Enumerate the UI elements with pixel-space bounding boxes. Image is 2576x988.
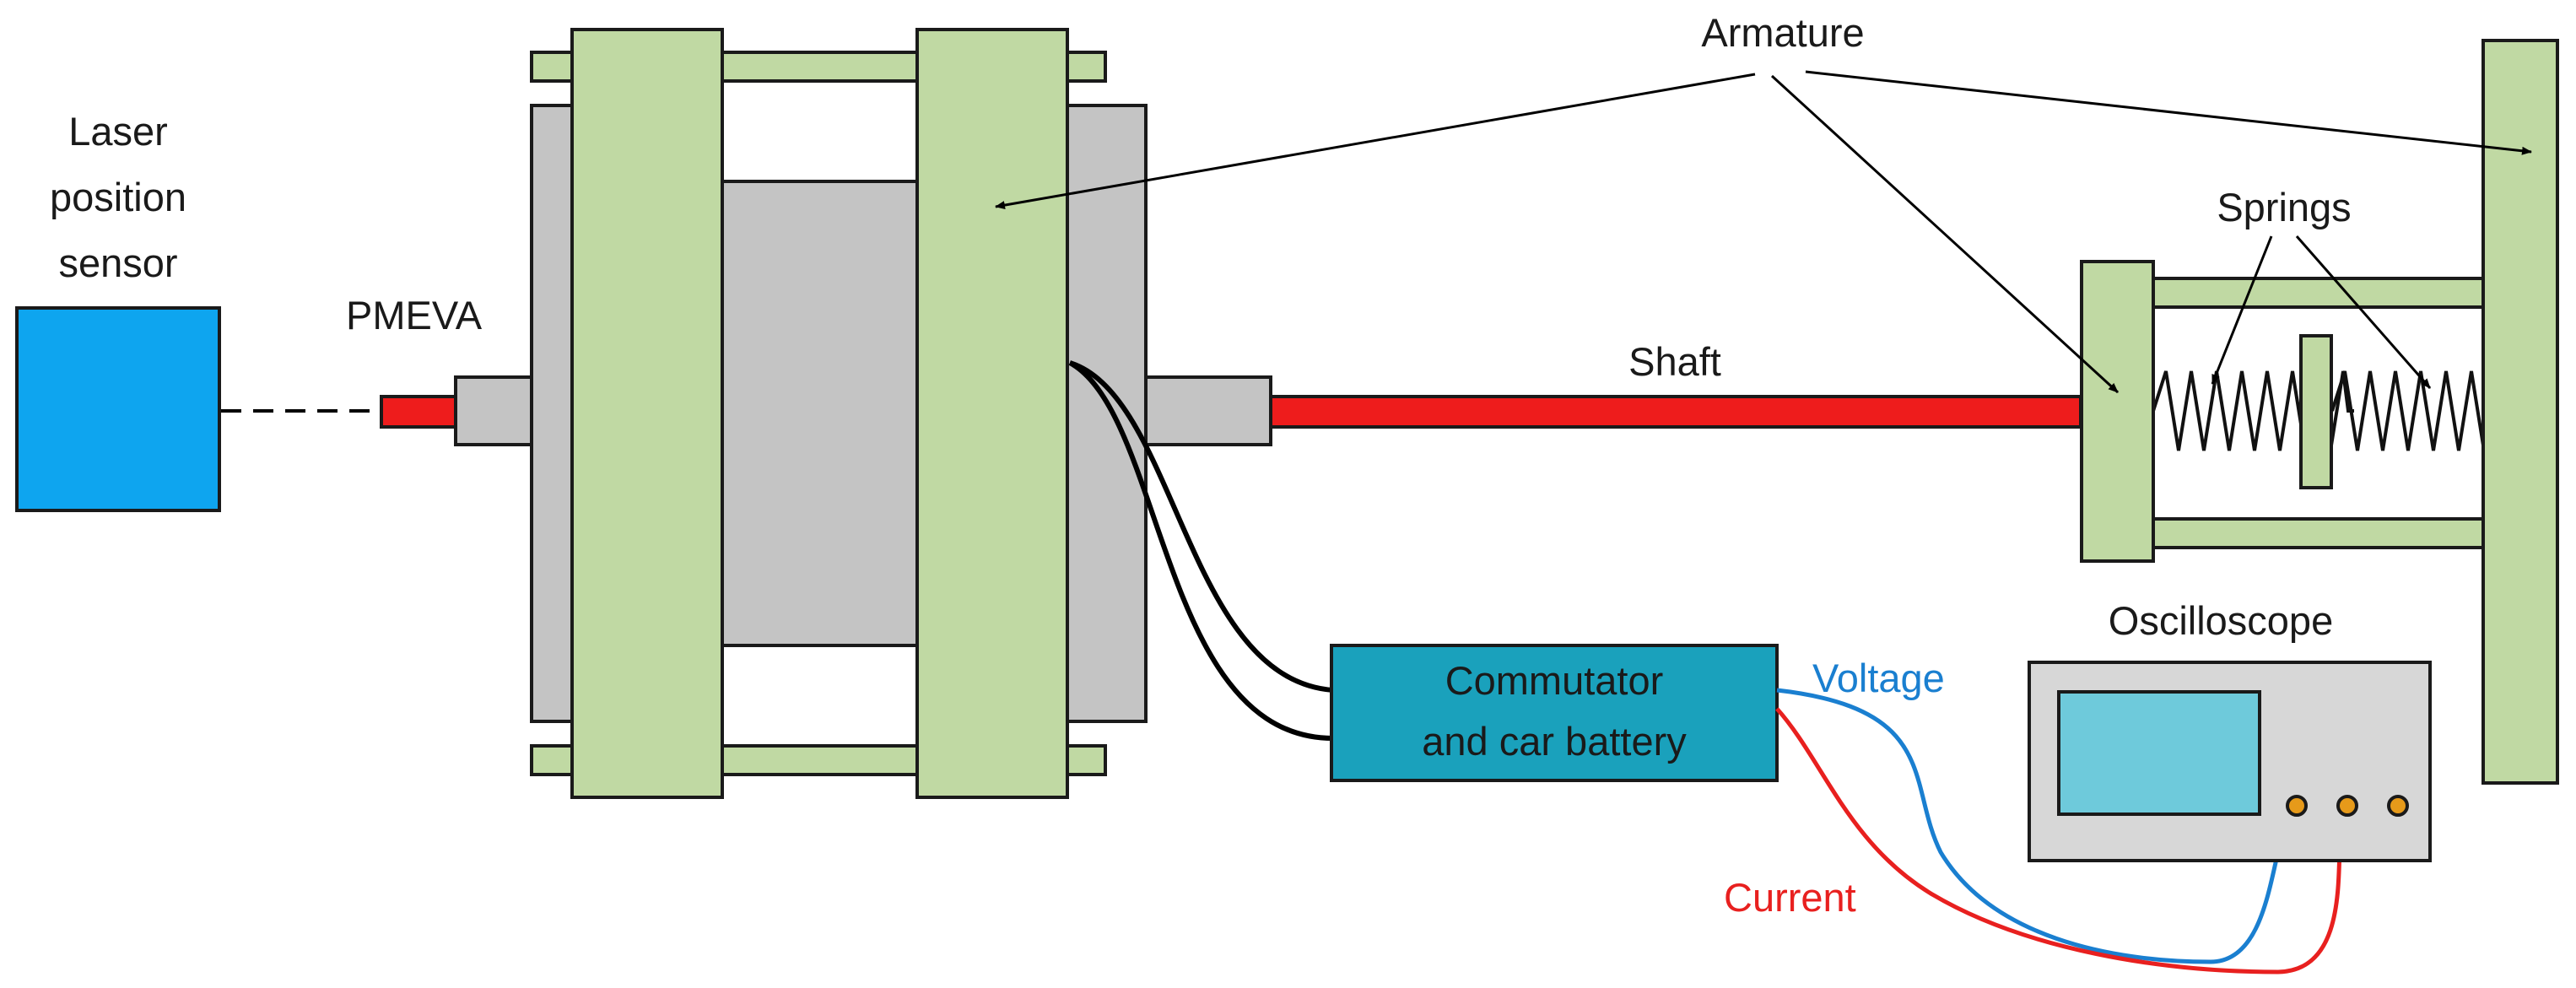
wire-top <box>1069 360 1334 693</box>
shaft-label: Shaft <box>1628 339 1721 384</box>
commutator-label-line2: and car battery <box>1422 719 1687 764</box>
armature-arrow-end-block <box>1770 74 2120 394</box>
oscilloscope-knob-2 <box>2336 795 2358 817</box>
commutator-box <box>1330 644 1779 782</box>
commutator-label-line1: Commutator <box>1445 658 1664 703</box>
stator-outer-right <box>1065 104 1148 723</box>
voltage-label: Voltage <box>1812 656 1945 700</box>
stator-outer-left <box>530 104 575 723</box>
oscilloscope-knob-1 <box>2286 795 2308 817</box>
spring-housing-bottom-rail <box>2150 517 2487 549</box>
oscilloscope-label: Oscilloscope <box>2109 598 2333 643</box>
left-armature-plate <box>570 28 724 799</box>
oscilloscope-screen <box>2057 690 2261 816</box>
shaft <box>1269 395 2082 429</box>
springs-arrow-right <box>2295 235 2432 389</box>
armature-arrow-center-plate <box>995 73 1756 210</box>
armature-end-block <box>2080 260 2155 563</box>
right-bushing <box>1144 375 1272 446</box>
stator-core <box>720 180 919 647</box>
left-shaft-stub <box>380 395 457 429</box>
left-bushing <box>454 375 535 446</box>
spring-center-block <box>2299 334 2333 489</box>
armature-label: Armature <box>1701 10 1864 55</box>
current-wire <box>1775 707 2348 975</box>
pmeva-label: PMEVA <box>346 293 483 337</box>
voltage-wire <box>1776 688 2297 964</box>
right-armature-plate <box>2481 39 2559 785</box>
wire-bottom <box>1068 360 1334 741</box>
laser-label-line2: position <box>50 175 186 219</box>
laser-label-line3: sensor <box>58 240 177 285</box>
springs-label: Springs <box>2217 185 2351 229</box>
current-label: Current <box>1724 875 1856 920</box>
springs-arrow-left <box>2211 235 2273 385</box>
spring-housing-top-rail <box>2150 277 2487 309</box>
center-armature-plate <box>915 28 1069 799</box>
oscilloscope-knob-3 <box>2387 795 2409 817</box>
right-spring <box>2330 370 2486 451</box>
armature-arrow-right-plate <box>1805 70 2532 155</box>
laser-sensor-box <box>15 306 221 512</box>
laser-label-line1: Laser <box>68 109 168 154</box>
